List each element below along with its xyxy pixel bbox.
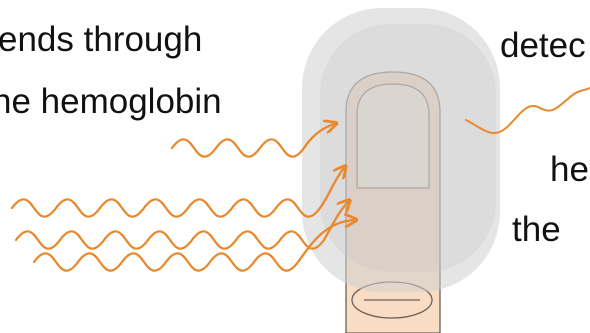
oximeter-sensor-back xyxy=(320,24,496,272)
right-caption-bottom: the xyxy=(512,212,561,247)
right-caption-middle: he xyxy=(550,152,589,187)
left-caption-line-1: ends through xyxy=(0,22,202,57)
left-caption-line-2: he hemoglobin xyxy=(0,84,222,119)
right-caption-top: detec xyxy=(500,28,586,63)
light-wave-1 xyxy=(12,168,344,217)
